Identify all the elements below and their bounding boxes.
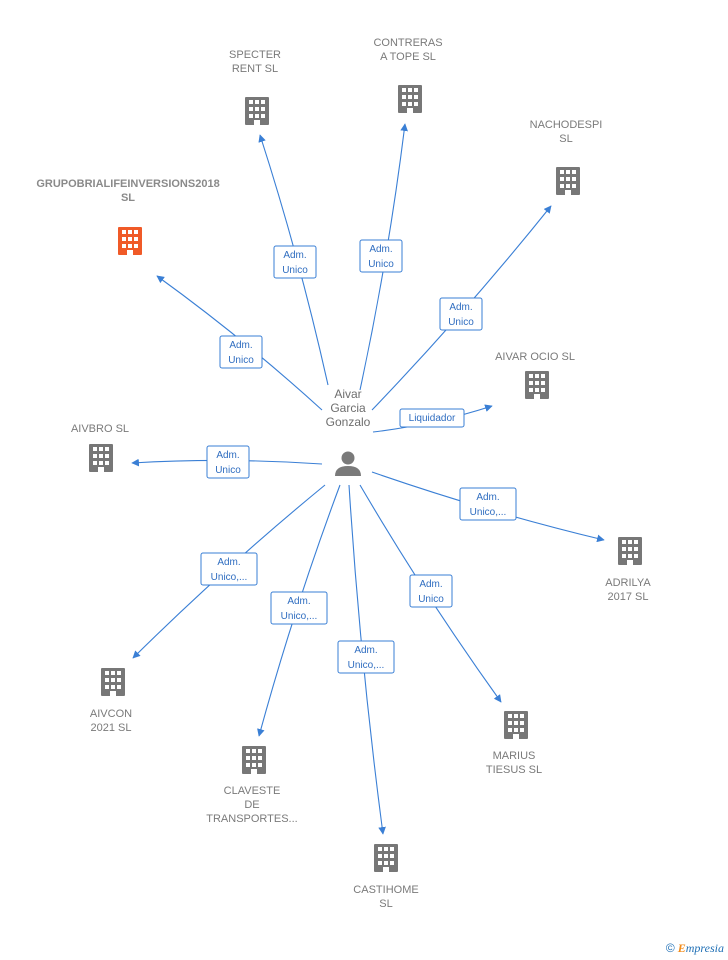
company-name-claveste[interactable]: TRANSPORTES... [206, 813, 297, 825]
building-icon[interactable] [374, 844, 398, 872]
role-label-specter[interactable]: Adm. Unico [273, 245, 317, 279]
role-box [219, 335, 263, 369]
company-name-claveste[interactable]: CLAVESTE [224, 785, 281, 797]
role-text: Adm. [476, 492, 499, 503]
company-name-grupobrialife[interactable]: GRUPOBRIALIFEINVERSIONS2018 [36, 178, 219, 190]
role-box [270, 591, 328, 625]
role-text: Unico [368, 259, 394, 270]
company-name-specter[interactable]: SPECTER [229, 49, 281, 61]
person-name[interactable]: Aivar [334, 387, 361, 401]
role-label-claveste[interactable]: Adm. Unico,... [270, 591, 328, 625]
building-icon[interactable] [556, 167, 580, 195]
company-name-grupobrialife[interactable]: SL [121, 192, 135, 204]
role-box [337, 640, 395, 674]
role-box [399, 408, 465, 428]
company-name-claveste[interactable]: DE [244, 799, 259, 811]
building-icon[interactable] [89, 444, 113, 472]
role-text: Adm. [283, 250, 306, 261]
role-label-aivar-ocio[interactable]: Liquidador [399, 408, 465, 428]
role-text: Unico [228, 355, 254, 366]
role-label-contreras[interactable]: Adm. Unico [359, 239, 403, 273]
role-text: Adm. [419, 579, 442, 590]
role-text: Unico,... [281, 611, 318, 622]
role-text: Adm. [216, 450, 239, 461]
role-box [359, 239, 403, 273]
person-name[interactable]: Gonzalo [326, 415, 371, 429]
role-text: Adm. [217, 557, 240, 568]
role-text: Unico [448, 317, 474, 328]
person-name[interactable]: Garcia [330, 401, 366, 415]
company-name-contreras[interactable]: A TOPE SL [380, 51, 436, 63]
role-box [200, 552, 258, 586]
building-icon[interactable] [101, 668, 125, 696]
role-label-castihome[interactable]: Adm. Unico,... [337, 640, 395, 674]
company-name-castihome[interactable]: CASTIHOME [353, 884, 418, 896]
role-label-aivcon[interactable]: Adm. Unico,... [200, 552, 258, 586]
company-name-aivbro[interactable]: AIVBRO SL [71, 423, 129, 435]
role-text: Unico [215, 465, 241, 476]
role-label-aivbro[interactable]: Adm. Unico [206, 445, 250, 479]
building-icon[interactable] [525, 371, 549, 399]
brand-initial: E [677, 941, 686, 955]
building-icon[interactable] [398, 85, 422, 113]
company-name-marius[interactable]: MARIUS [493, 750, 536, 762]
role-label-grupobrialife[interactable]: Adm. Unico [219, 335, 263, 369]
person-icon[interactable] [335, 451, 361, 477]
company-name-aivcon[interactable]: AIVCON [90, 708, 132, 720]
building-icon[interactable] [118, 227, 142, 255]
role-label-nachodespi[interactable]: Adm. Unico [439, 297, 483, 331]
role-box [206, 445, 250, 479]
role-label-adrilya[interactable]: Adm. Unico,... [459, 487, 517, 521]
role-box [459, 487, 517, 521]
company-name-aivar-ocio[interactable]: AIVAR OCIO SL [495, 351, 575, 363]
brand-name: mpresia [685, 941, 724, 955]
building-icon[interactable] [618, 537, 642, 565]
role-box [439, 297, 483, 331]
role-text: Liquidador [409, 413, 456, 424]
company-name-adrilya[interactable]: ADRILYA [605, 577, 651, 589]
role-text: Adm. [449, 302, 472, 313]
role-text: Adm. [229, 340, 252, 351]
role-text: Unico,... [470, 507, 507, 518]
company-name-marius[interactable]: TIESUS SL [486, 764, 542, 776]
company-name-aivcon[interactable]: 2021 SL [91, 722, 132, 734]
role-text: Unico [282, 265, 308, 276]
role-text: Unico [418, 594, 444, 605]
copyright-icon: © [665, 941, 675, 955]
company-name-contreras[interactable]: CONTRERAS [373, 37, 442, 49]
building-icon[interactable] [504, 711, 528, 739]
role-text: Adm. [287, 596, 310, 607]
company-name-adrilya[interactable]: 2017 SL [608, 591, 649, 603]
building-icon[interactable] [242, 746, 266, 774]
building-icon[interactable] [245, 97, 269, 125]
role-box [273, 245, 317, 279]
role-text: Adm. [369, 244, 392, 255]
company-name-castihome[interactable]: SL [379, 898, 392, 910]
footer-brand: © Empresia [666, 941, 724, 956]
role-text: Adm. [354, 645, 377, 656]
company-name-nachodespi[interactable]: NACHODESPI [530, 119, 603, 131]
role-label-marius[interactable]: Adm. Unico [409, 574, 453, 608]
company-name-specter[interactable]: RENT SL [232, 63, 278, 75]
company-name-nachodespi[interactable]: SL [559, 133, 572, 145]
role-text: Unico,... [211, 572, 248, 583]
role-text: Unico,... [348, 660, 385, 671]
role-box [409, 574, 453, 608]
